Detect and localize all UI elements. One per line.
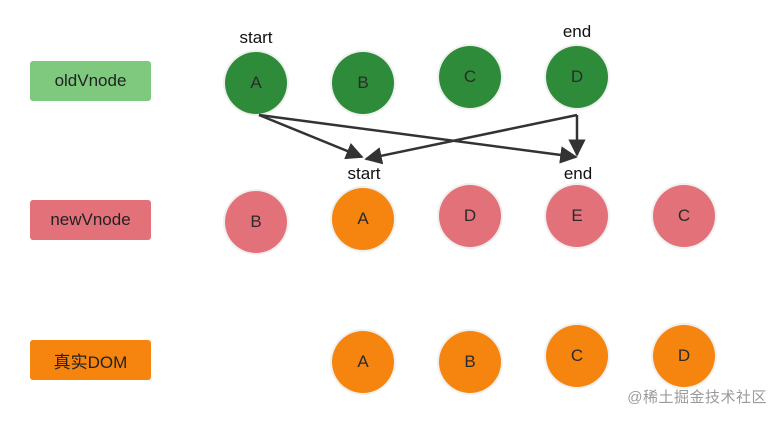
dom-node-d: D bbox=[653, 325, 715, 387]
new-node-d: D bbox=[439, 185, 501, 247]
dom-node-c: C bbox=[546, 325, 608, 387]
new-start-marker: start bbox=[347, 164, 381, 183]
real-dom-label: 真实DOM bbox=[30, 340, 151, 380]
arrow-old-start-to-new-start bbox=[258, 113, 364, 160]
watermark: @稀土掘金技术社区 bbox=[627, 389, 767, 406]
oldvnode-label: oldVnode bbox=[30, 61, 151, 101]
old-node-d: D bbox=[546, 46, 608, 108]
old-start-marker: start bbox=[239, 28, 273, 47]
old-node-a: A bbox=[225, 52, 287, 114]
dom-node-a: A bbox=[332, 331, 394, 393]
newvnode-label: newVnode bbox=[30, 200, 151, 240]
old-node-b: B bbox=[332, 52, 394, 114]
arrow-old-start-to-new-end bbox=[258, 113, 578, 164]
dom-node-b: B bbox=[439, 331, 501, 393]
new-node-a: A bbox=[332, 188, 394, 250]
old-node-c: C bbox=[439, 46, 501, 108]
new-node-b: B bbox=[225, 191, 287, 253]
new-node-c: C bbox=[653, 185, 715, 247]
new-node-e: E bbox=[546, 185, 608, 247]
old-end-marker: end bbox=[562, 22, 592, 41]
new-end-marker: end bbox=[563, 164, 593, 183]
arrow-old-end-to-new-start bbox=[364, 113, 578, 165]
